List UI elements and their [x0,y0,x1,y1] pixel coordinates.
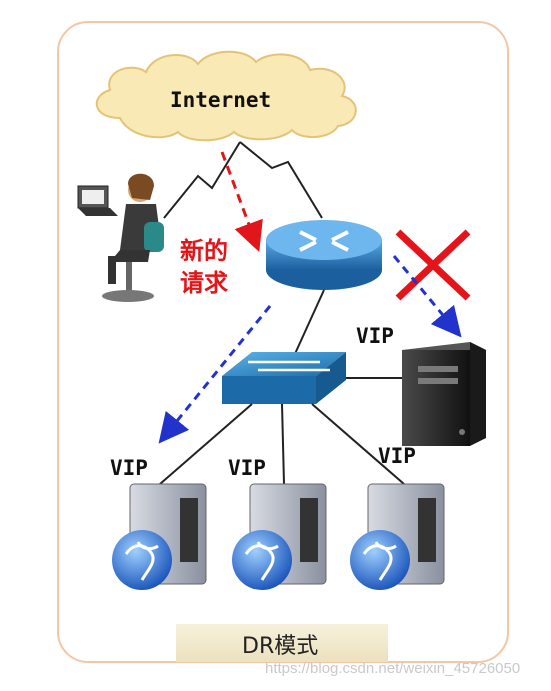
new-request-arrow [220,151,263,253]
request-label-line2: 请求 [180,269,228,297]
vip-label-real-server-1: VIP [110,456,148,480]
web-server-icon [232,483,327,590]
router-icon [266,220,382,290]
switch-link-3 [311,403,405,485]
server-icon [402,342,486,446]
internet-label: Internet [170,88,272,112]
vip-label-director-server: VIP [356,324,394,348]
watermark-text: https://blog.csdn.net/weixin_45726050 [265,660,521,677]
internet-cloud [95,50,357,142]
blocked-route-arrow [392,255,462,338]
wan-link-right [239,141,323,219]
wan-link [163,141,241,219]
vip-label-real-server-3: VIP [378,444,416,468]
vip-label-real-server-2: VIP [228,456,266,480]
switch-icon [222,352,346,404]
request-label-line1: 新的 [180,237,228,265]
caption-box [176,624,388,662]
router-switch-link [293,289,325,357]
switch-link-1 [159,403,253,485]
web-server-icon [112,483,207,590]
switch-link-2 [281,403,285,485]
web-server-icon [350,483,445,590]
person-at-laptop-icon [77,173,164,302]
blocked-cross-icon [395,229,471,301]
diagram-caption: DR模式 [242,634,319,659]
